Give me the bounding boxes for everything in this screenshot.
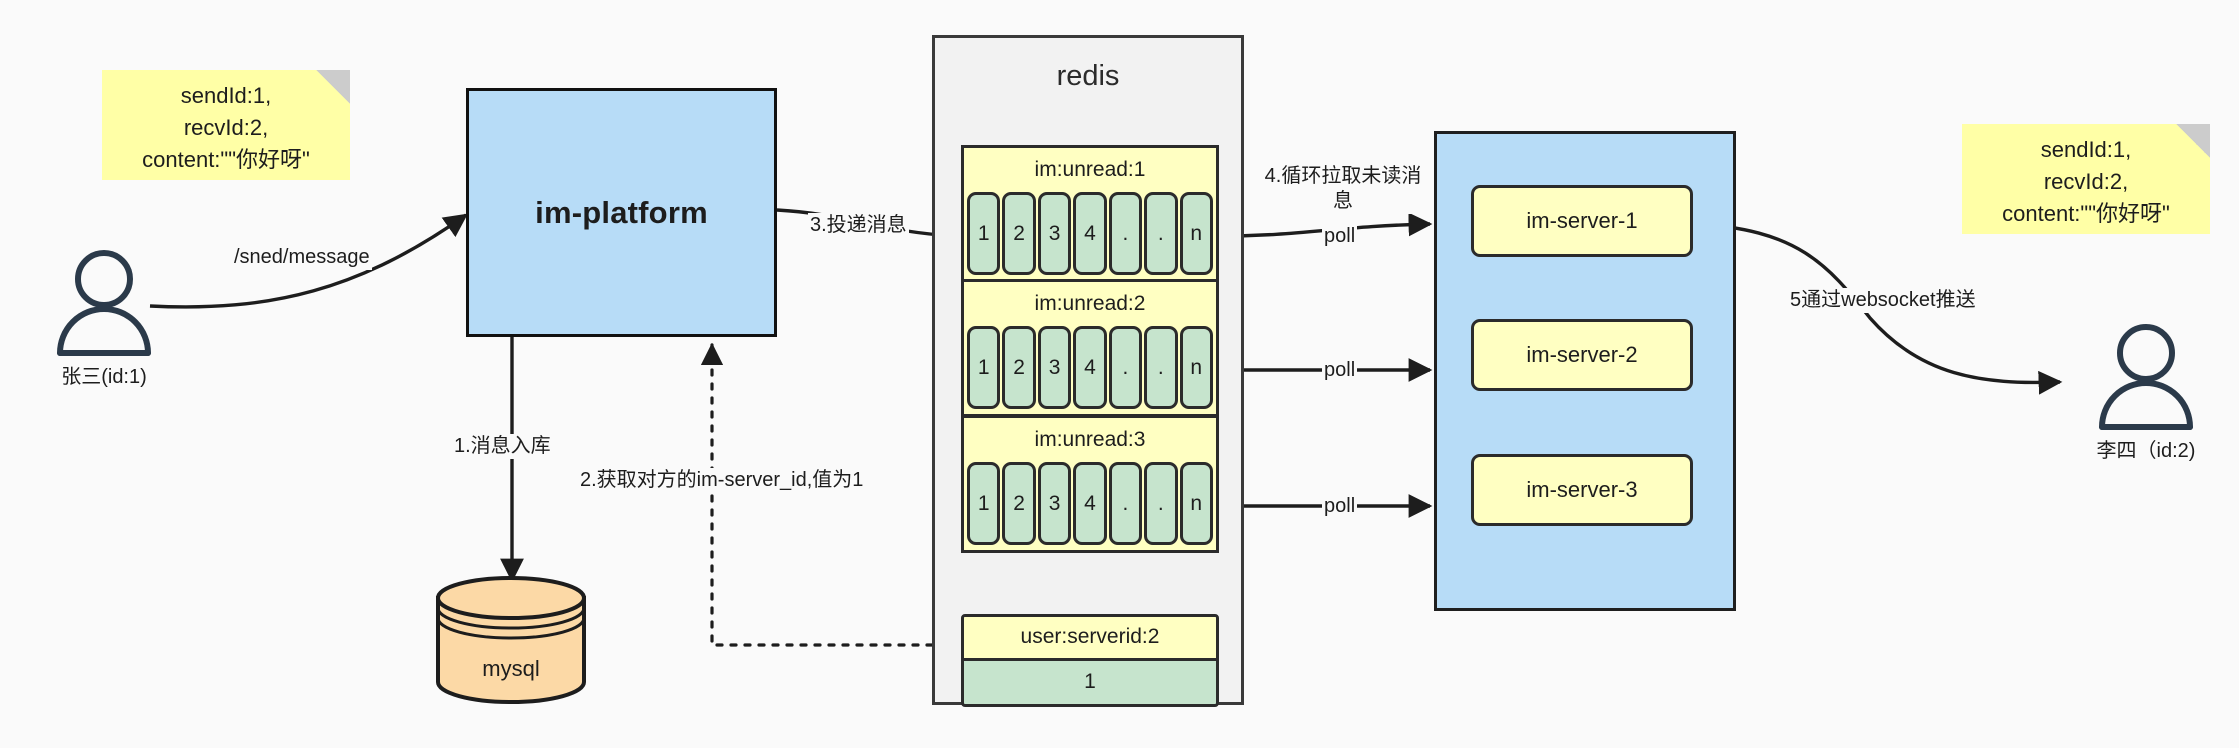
- queue-cell: n: [1179, 462, 1213, 545]
- redis-kv-value: 1: [964, 660, 1216, 704]
- actor-sender: 张三(id:1): [40, 248, 168, 388]
- note-right-line1: sendId:1,: [2040, 137, 2132, 163]
- redis-queue-2: im:unread:2 1 2 3 4 . . n: [961, 279, 1219, 417]
- redis-queue-1: im:unread:1 1 2 3 4 . . n: [961, 145, 1219, 283]
- redis-queue-1-cells: 1 2 3 4 . . n: [967, 192, 1213, 275]
- im-server-3-box[interactable]: im-server-3: [1471, 454, 1693, 526]
- im-server-1-box[interactable]: im-server-1: [1471, 185, 1693, 257]
- edge-label-step4: 4.循环拉取未读消 息: [1256, 164, 1430, 214]
- edge-label-poll-2: poll: [1322, 358, 1358, 383]
- queue-cell: 1: [967, 326, 1001, 409]
- queue-cell: 3: [1037, 192, 1072, 275]
- queue-cell: 2: [1002, 326, 1036, 409]
- queue-cell: .: [1108, 326, 1143, 409]
- person-icon: [57, 250, 151, 356]
- queue-cell: .: [1108, 192, 1143, 275]
- note-right-line3: content:""你好呀": [2002, 200, 2170, 226]
- database-icon: [436, 576, 586, 704]
- mysql-label: mysql: [482, 656, 540, 681]
- note-right-line2: recvId:2,: [2043, 169, 2129, 195]
- edge-label-step2: 2.获取对方的im-server_id,值为1: [578, 468, 866, 493]
- edge-label-step4-line1: 4.循环拉取未读消: [1264, 165, 1422, 187]
- queue-cell: 1: [967, 462, 1001, 545]
- edge-label-step5: 5通过websocket推送: [1788, 288, 1978, 313]
- edge-step2-dotted: [700, 342, 962, 647]
- queue-cell: n: [1179, 192, 1213, 275]
- queue-cell: 4: [1073, 326, 1107, 409]
- edge-label-step4-line2: 息: [1333, 190, 1353, 212]
- queue-cell: .: [1108, 462, 1143, 545]
- note-left-line3: content:""你好呀": [142, 146, 310, 172]
- edge-label-step3: 3.投递消息: [808, 213, 909, 238]
- sticky-note-right: sendId:1, recvId:2, content:""你好呀": [1962, 124, 2210, 234]
- redis-queue-3-key: im:unread:3: [1034, 428, 1146, 451]
- queue-cell: .: [1144, 192, 1178, 275]
- mysql-cylinder: mysql: [432, 574, 590, 706]
- actor-receiver-caption: 李四（id:2): [2096, 440, 2196, 462]
- edge-label-send-message: /sned/message: [232, 245, 372, 270]
- redis-queue-3: im:unread:3 1 2 3 4 . . n: [961, 415, 1219, 553]
- note-left-line1: sendId:1,: [180, 83, 272, 109]
- queue-cell: 3: [1037, 462, 1072, 545]
- queue-cell: .: [1144, 462, 1178, 545]
- redis-title: redis: [1056, 60, 1120, 92]
- redis-kv-key: user:serverid:2: [964, 617, 1216, 661]
- im-server-2-box[interactable]: im-server-2: [1471, 319, 1693, 391]
- redis-queue-2-key: im:unread:2: [1034, 292, 1146, 315]
- im-platform-box[interactable]: im-platform: [466, 88, 777, 337]
- edge-label-poll-1: poll: [1322, 224, 1358, 249]
- redis-queue-2-cells: 1 2 3 4 . . n: [967, 326, 1213, 409]
- queue-cell: 4: [1073, 192, 1107, 275]
- actor-receiver: 李四（id:2): [2082, 322, 2210, 462]
- queue-cell: 1: [967, 192, 1001, 275]
- edge-label-poll-3: poll: [1322, 494, 1358, 519]
- edge-label-step1: 1.消息入库: [452, 434, 553, 459]
- note-fold-corner-icon: [316, 70, 350, 104]
- redis-queue-3-cells: 1 2 3 4 . . n: [967, 462, 1213, 545]
- im-server-cluster: im-server-1 im-server-2 im-server-3: [1434, 131, 1736, 611]
- actor-sender-caption: 张三(id:1): [61, 366, 147, 388]
- queue-cell: 3: [1037, 326, 1072, 409]
- queue-cell: 4: [1073, 462, 1107, 545]
- sticky-note-left: sendId:1, recvId:2, content:""你好呀": [102, 70, 350, 180]
- queue-cell: 2: [1002, 192, 1036, 275]
- queue-cell: 2: [1002, 462, 1036, 545]
- queue-cell: n: [1179, 326, 1213, 409]
- note-left-line2: recvId:2,: [183, 115, 269, 141]
- note-fold-corner-icon: [2176, 124, 2210, 158]
- queue-cell: .: [1144, 326, 1178, 409]
- redis-queue-1-key: im:unread:1: [1034, 158, 1146, 181]
- person-icon: [2099, 324, 2193, 430]
- redis-kv-user-serverid: user:serverid:2 1: [961, 614, 1219, 707]
- redis-container: redis im:unread:1 1 2 3 4 . . n im:unrea…: [932, 35, 1244, 707]
